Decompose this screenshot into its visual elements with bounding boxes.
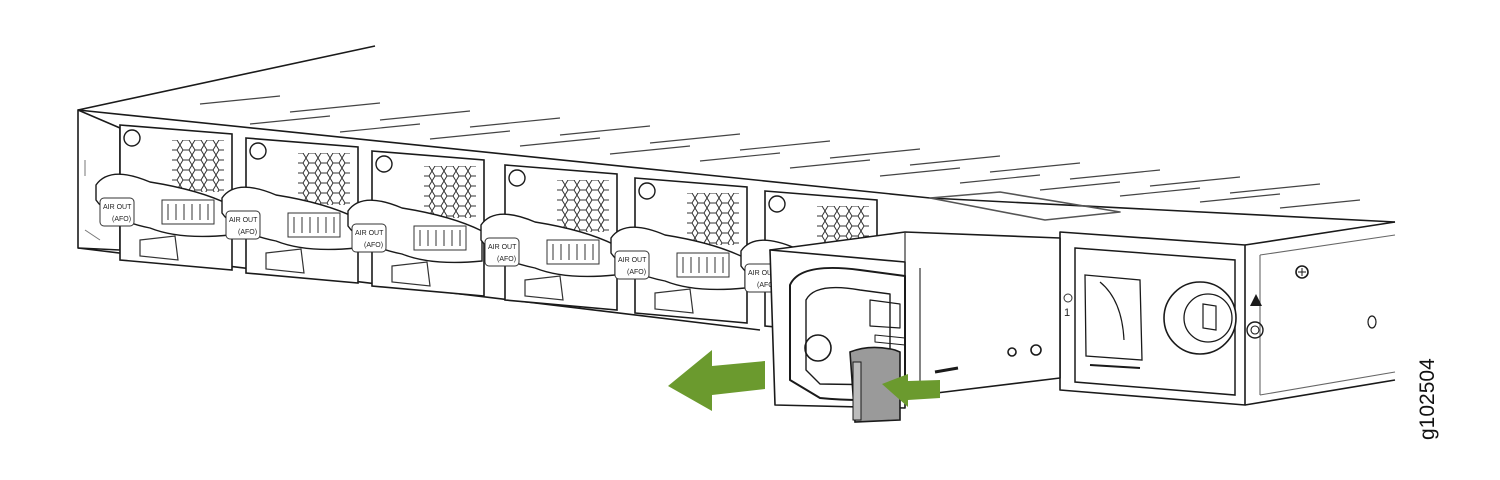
fan-module[interactable]: AIR OUT (AFO) [480, 164, 618, 311]
fan-label-afo: (AFO) [497, 256, 516, 263]
fan-label-air-out: AIR OUT [355, 230, 384, 237]
fan-module[interactable]: AIR OUT (AFO) [221, 137, 359, 284]
fan-module[interactable]: AIR OUT (AFO) [95, 124, 233, 271]
fan-label-air-out: AIR OUT [229, 217, 258, 224]
fan-label-afo: (AFO) [627, 269, 646, 276]
fan-label-air-out: AIR OUT [488, 244, 517, 251]
ground-icon [1063, 293, 1073, 303]
pull-direction-arrow [668, 350, 765, 411]
fan-label-air-out: AIR OUT [103, 204, 132, 211]
psu-slot-number: 1 [1064, 307, 1070, 319]
fan-modules: AIR OUT (AFO) AIR OUT (AFO) AIR OUT (A [95, 124, 878, 337]
fan-label-afo: (AFO) [757, 282, 776, 289]
fan-label-air-out: AIR OUT [748, 270, 777, 277]
press-latch-arrow [882, 374, 940, 407]
fan-label-afo: (AFO) [364, 242, 383, 249]
fan-label-afo: (AFO) [112, 216, 131, 223]
fan-module[interactable]: AIR OUT (AFO) [347, 150, 485, 297]
esd-warning-icon [1246, 294, 1264, 339]
fan-label-afo: (AFO) [238, 229, 257, 236]
empty-psu-bay [1074, 247, 1237, 396]
fan-module[interactable]: AIR OUT (AFO) [610, 177, 748, 324]
figure-id: g102504 [1416, 358, 1439, 440]
fan-label-air-out: AIR OUT [618, 257, 647, 264]
